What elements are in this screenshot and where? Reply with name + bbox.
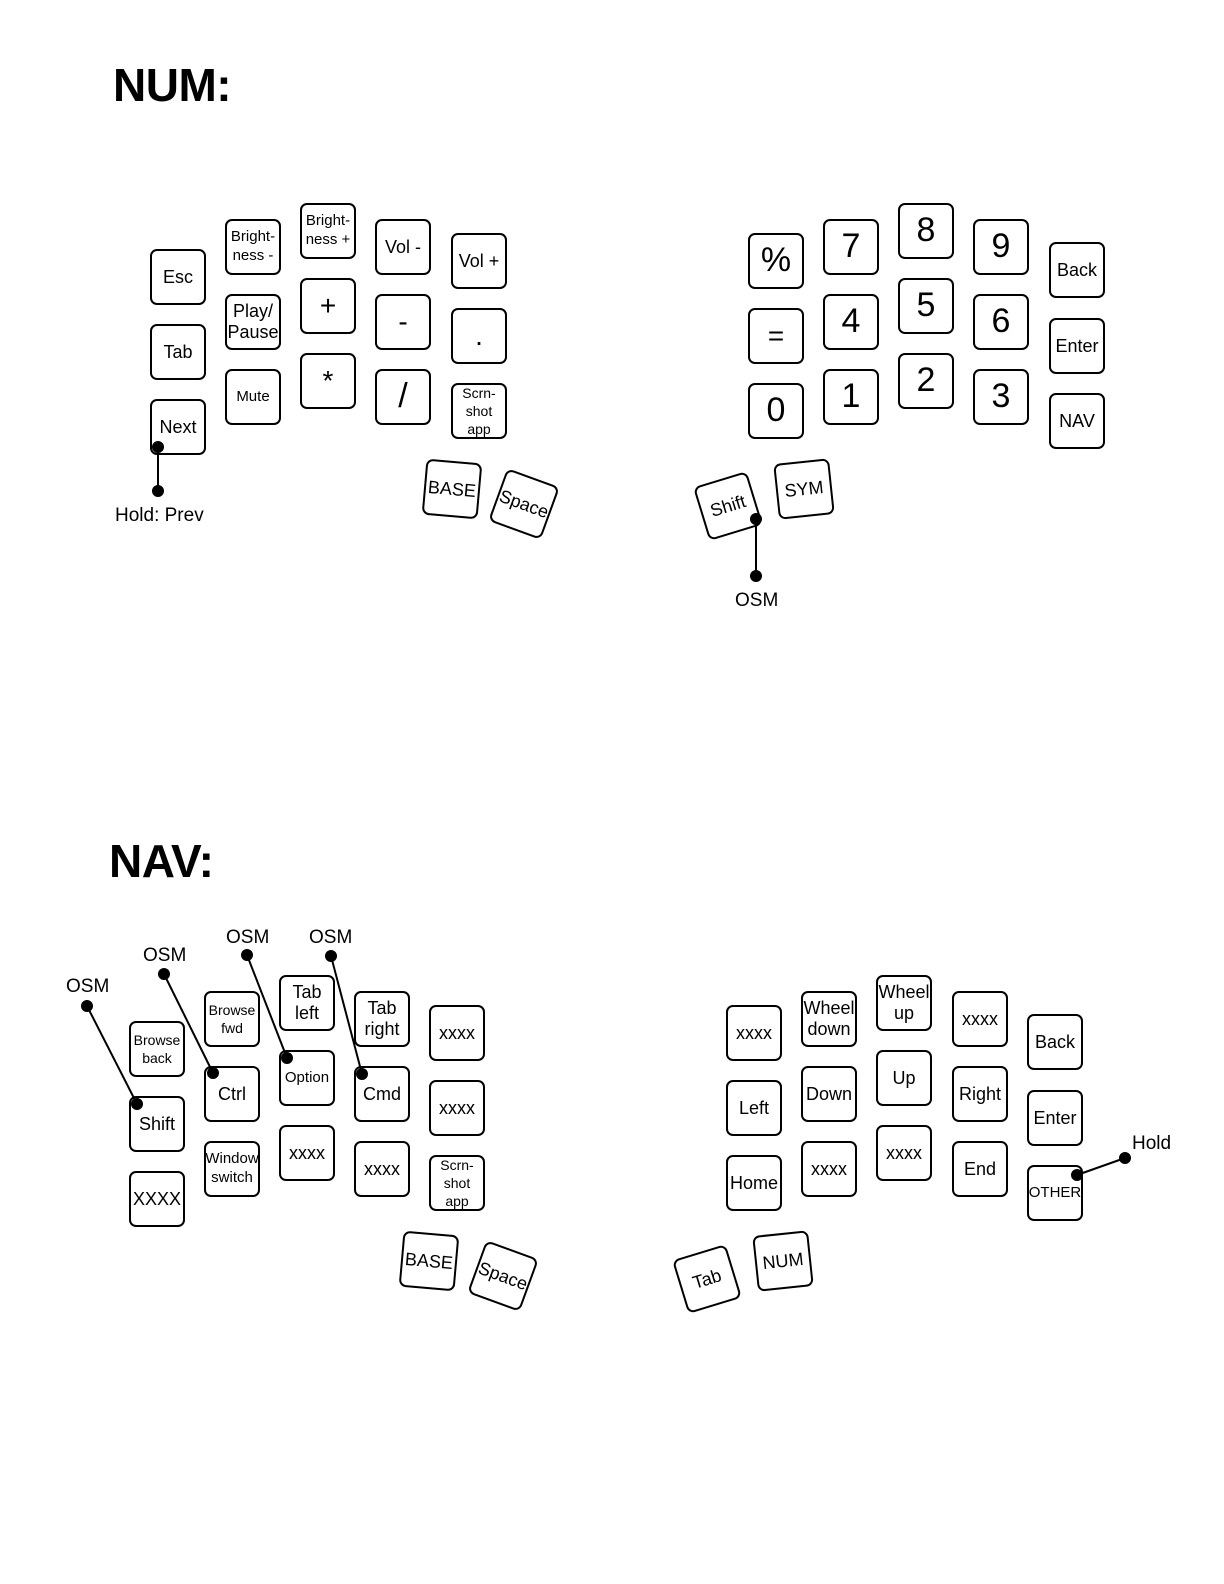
num-key-esc: Esc — [150, 249, 206, 305]
nav-cmd-osm-label: OSM — [309, 927, 353, 948]
num-key-five: 5 — [898, 278, 954, 334]
nav-key-wheel-down: Wheel down — [801, 991, 857, 1047]
num-key-slash: / — [375, 369, 431, 425]
nav-key-up: Up — [876, 1050, 932, 1106]
nav-key-xxxx-h: xxxx — [876, 1125, 932, 1181]
nav-key-screenshot-app: Scrn- shot app — [429, 1155, 485, 1211]
nav-key-enter: Enter — [1027, 1090, 1083, 1146]
num-key-enter: Enter — [1049, 318, 1105, 374]
num-key-vol-up: Vol + — [451, 233, 507, 289]
nav-key-back: Back — [1027, 1014, 1083, 1070]
num-key-play-pause: Play/ Pause — [225, 294, 281, 350]
nav-key-xxxx-d: xxxx — [429, 1005, 485, 1061]
num-key-percent: % — [748, 233, 804, 289]
num-key-plus: + — [300, 278, 356, 334]
num-key-vol-down: Vol - — [375, 219, 431, 275]
nav-shift-osm-label: OSM — [66, 976, 110, 997]
num-key-brightness-down: Bright- ness - — [225, 219, 281, 275]
nav-key-window-switch: Window switch — [204, 1141, 260, 1197]
num-key-dot: . — [451, 308, 507, 364]
num-key-eight: 8 — [898, 203, 954, 259]
num-shift-osm-label: OSM — [735, 590, 779, 611]
nav-ctrl-osm-callout — [163, 973, 214, 1074]
num-key-four: 4 — [823, 294, 879, 350]
nav-key-xxxx-a: XXXX — [129, 1171, 185, 1227]
num-key-six: 6 — [973, 294, 1029, 350]
num-key-screenshot-app: Scrn- shot app — [451, 383, 507, 439]
num-key-mute: Mute — [225, 369, 281, 425]
hold-prev-label: Hold: Prev — [115, 505, 204, 526]
nav-key-down: Down — [801, 1066, 857, 1122]
nav-layer-title: NAV: — [109, 835, 214, 887]
num-key-zero: 0 — [748, 383, 804, 439]
num-key-nav: NAV — [1049, 393, 1105, 449]
nav-key-xxxx-e: xxxx — [429, 1080, 485, 1136]
nav-other-hold-label: Hold — [1132, 1133, 1172, 1154]
nav-key-wheel-up: Wheel up — [876, 975, 932, 1031]
num-key-two: 2 — [898, 353, 954, 409]
num-key-nine: 9 — [973, 219, 1029, 275]
num-key-equals: = — [748, 308, 804, 364]
num-key-tab: Tab — [150, 324, 206, 380]
num-key-asterisk: * — [300, 353, 356, 409]
nav-key-browse-fwd: Browse fwd — [204, 991, 260, 1047]
nav-key-xxxx-c: xxxx — [354, 1141, 410, 1197]
nav-option-osm-label: OSM — [226, 927, 270, 948]
num-key-brightness-up: Bright- ness + — [300, 203, 356, 259]
nav-key-xxxx-f: xxxx — [726, 1005, 782, 1061]
num-key-back: Back — [1049, 242, 1105, 298]
nav-key-xxxx-b: xxxx — [279, 1125, 335, 1181]
num-layer-title: NUM: — [113, 59, 232, 111]
nav-key-browse-back: Browse back — [129, 1021, 185, 1077]
nav-key-xxxx-i: xxxx — [952, 991, 1008, 1047]
num-key-seven: 7 — [823, 219, 879, 275]
num-key-one: 1 — [823, 369, 879, 425]
nav-key-left: Left — [726, 1080, 782, 1136]
nav-key-end: End — [952, 1141, 1008, 1197]
num-key-three: 3 — [973, 369, 1029, 425]
nav-other-hold-callout — [1076, 1157, 1126, 1176]
nav-ctrl-osm-label: OSM — [143, 945, 187, 966]
nav-key-right: Right — [952, 1066, 1008, 1122]
nav-key-home: Home — [726, 1155, 782, 1211]
nav-shift-osm-callout — [86, 1005, 138, 1105]
nav-cmd-osm-callout — [330, 955, 363, 1075]
nav-key-tab-left: Tab left — [279, 975, 335, 1031]
nav-key-tab-right: Tab right — [354, 991, 410, 1047]
nav-option-osm-callout — [246, 954, 288, 1059]
nav-key-xxxx-g: xxxx — [801, 1141, 857, 1197]
num-key-minus: - — [375, 294, 431, 350]
